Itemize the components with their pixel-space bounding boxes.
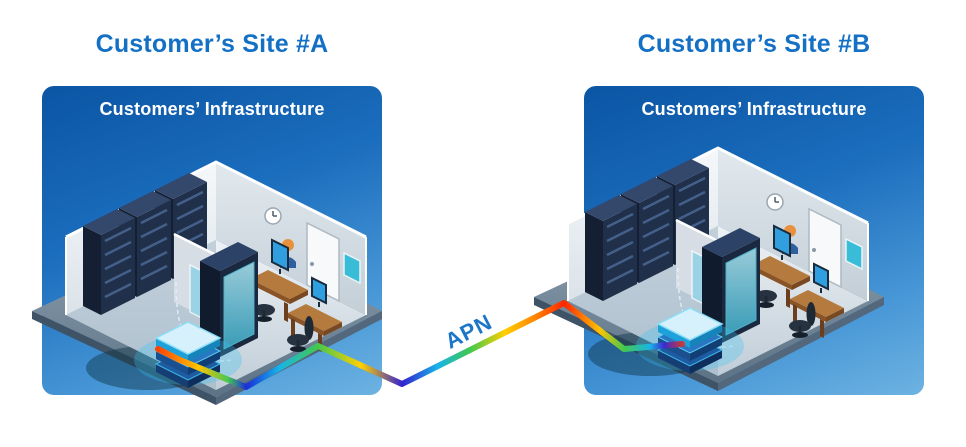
site-b-box-label: Customers’ Infrastructure — [641, 99, 867, 119]
site-a-box-label: Customers’ Infrastructure — [99, 99, 325, 119]
apn-label: APN — [441, 309, 496, 354]
site-a-title: Customer’s Site #A — [95, 30, 329, 58]
site-b-room-illustration — [528, 98, 898, 428]
site-b-title: Customer’s Site #B — [637, 30, 871, 58]
site-a-room-illustration — [26, 112, 396, 442]
site-a-infrastructure-box: Customers’ Infrastructure — [42, 86, 382, 395]
site-b-infrastructure-box: Customers’ Infrastructure — [584, 86, 924, 395]
